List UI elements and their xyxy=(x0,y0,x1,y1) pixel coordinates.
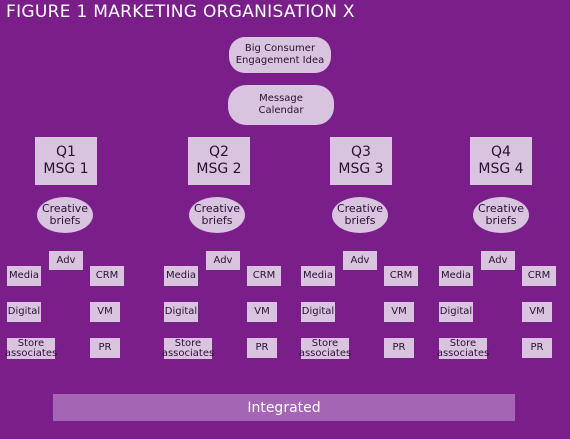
channel-store-associates: Store associates xyxy=(161,337,215,359)
channel-media: Media xyxy=(164,266,198,286)
channel-pr: PR xyxy=(90,338,120,358)
message-label: MSG 4 xyxy=(478,161,524,177)
creative-briefs-oval: Creative briefs xyxy=(189,197,245,233)
big-idea-box: Big Consumer Engagement Idea xyxy=(229,37,331,73)
figure-title: FIGURE 1 MARKETING ORGANISATION X xyxy=(6,2,355,22)
channel-digital: Digital xyxy=(439,302,473,322)
channel-digital: Digital xyxy=(7,302,41,322)
channel-adv: Adv xyxy=(343,251,377,270)
channel-store-associates: Store associates xyxy=(298,337,352,359)
channel-vm: VM xyxy=(384,302,414,322)
quarter-label: Q3 xyxy=(351,144,371,160)
channel-crm: CRM xyxy=(384,266,418,286)
channel-media: Media xyxy=(301,266,335,286)
channel-media: Media xyxy=(439,266,473,286)
creative-briefs-oval: Creative briefs xyxy=(473,197,529,233)
message-calendar-box: Message Calendar xyxy=(228,85,334,125)
channel-adv: Adv xyxy=(49,251,83,270)
channel-pr: PR xyxy=(384,338,414,358)
channel-media: Media xyxy=(7,266,41,286)
channel-crm: CRM xyxy=(522,266,556,286)
quarter-label: Q1 xyxy=(56,144,76,160)
creative-briefs-oval: Creative briefs xyxy=(37,197,93,233)
integrated-bar: Integrated xyxy=(53,394,515,421)
channel-pr: PR xyxy=(522,338,552,358)
channel-crm: CRM xyxy=(247,266,281,286)
message-label: MSG 1 xyxy=(43,161,89,177)
channel-digital: Digital xyxy=(301,302,335,322)
channel-store-associates: Store associates xyxy=(436,337,490,359)
channel-digital: Digital xyxy=(164,302,198,322)
channel-adv: Adv xyxy=(481,251,515,270)
channel-vm: VM xyxy=(90,302,120,322)
message-label: MSG 2 xyxy=(196,161,242,177)
channel-pr: PR xyxy=(247,338,277,358)
channel-adv: Adv xyxy=(206,251,240,270)
creative-briefs-oval: Creative briefs xyxy=(332,197,388,233)
quarter-label: Q2 xyxy=(209,144,229,160)
channel-crm: CRM xyxy=(90,266,124,286)
quarter-label: Q4 xyxy=(491,144,511,160)
channel-store-associates: Store associates xyxy=(4,337,58,359)
channel-vm: VM xyxy=(522,302,552,322)
message-label: MSG 3 xyxy=(338,161,384,177)
channel-vm: VM xyxy=(247,302,277,322)
